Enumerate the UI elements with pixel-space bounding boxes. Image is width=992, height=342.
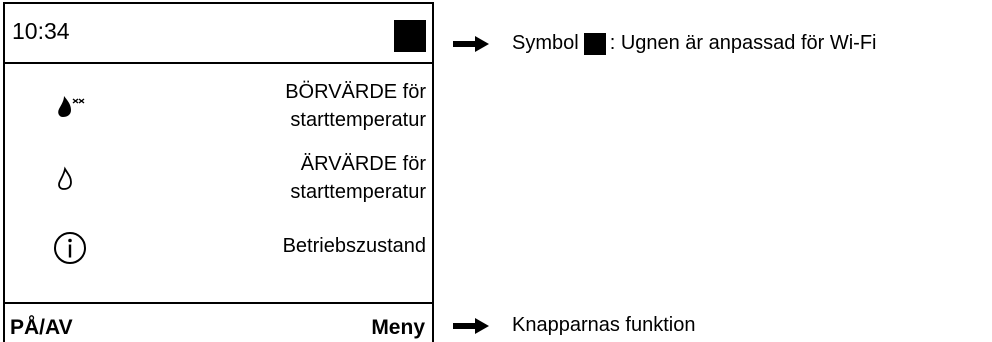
- softkeys-callout-text: Knapparnas funktion: [512, 314, 696, 336]
- setpoint-start-temp-row: BÖRVÄRDE för starttemperatur: [5, 74, 432, 134]
- softkey-divider: [5, 302, 432, 304]
- right-arrow-icon: [453, 35, 489, 52]
- setpoint-label-line1: BÖRVÄRDE för: [285, 81, 426, 103]
- wifi-callout-prefix: Symbol: [512, 32, 579, 54]
- clock-time: 10:34: [12, 18, 70, 44]
- wifi-symbol-icon: [583, 32, 606, 55]
- softkey-menu[interactable]: Meny: [371, 316, 425, 339]
- setpoint-label-line2: starttemperatur: [290, 109, 426, 131]
- setpoint-start-temp-label: BÖRVÄRDE för starttemperatur: [285, 78, 426, 134]
- oven-display: 10:34 BÖRVÄRDE för starttemperatur ÄRVÄR…: [3, 2, 434, 342]
- operating-state-label: Betriebszustand: [282, 235, 426, 257]
- wifi-callout-text: : Ugnen är anpassad för Wi-Fi: [609, 32, 877, 54]
- wifi-symbol-icon: [394, 20, 426, 52]
- actual-start-temp-label: ÄRVÄRDE för starttemperatur: [290, 150, 426, 206]
- softkey-power[interactable]: PÅ/AV: [10, 316, 73, 339]
- info-icon: [54, 232, 86, 264]
- operating-state-row: Betriebszustand: [5, 226, 432, 276]
- actual-label-line2: starttemperatur: [290, 181, 426, 203]
- softkeys-callout: Knapparnas funktion: [453, 314, 695, 337]
- status-bar: 10:34: [5, 4, 432, 64]
- right-arrow-icon: [453, 317, 489, 334]
- actual-label-line1: ÄRVÄRDE för: [300, 153, 426, 175]
- actual-start-temp-row: ÄRVÄRDE för starttemperatur: [5, 146, 432, 206]
- flame-outline-icon: [58, 166, 72, 190]
- wifi-callout: Symbol : Ugnen är anpassad för Wi-Fi: [453, 32, 876, 55]
- flame-setpoint-icon: [58, 96, 85, 117]
